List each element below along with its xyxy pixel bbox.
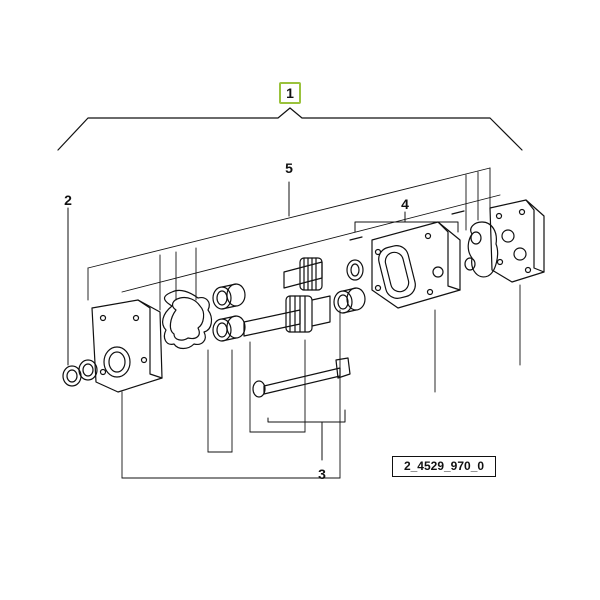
callout-2[interactable]: 2 (64, 192, 72, 208)
leader-lines (67, 181, 459, 461)
assembly-bracket (57, 107, 523, 151)
callout-3[interactable]: 3 (318, 466, 326, 482)
pump-housing (349, 210, 465, 309)
shaft-seal-rings (62, 359, 98, 387)
front-cover (91, 299, 163, 393)
drawing-id-label: 2_4529_970_0 (392, 456, 496, 477)
callout-4[interactable]: 4 (401, 196, 409, 212)
callout-5[interactable]: 5 (285, 160, 293, 176)
bushings (212, 259, 366, 342)
cover-gasket (162, 289, 213, 350)
rear-cover (489, 199, 545, 283)
gear-shafts (243, 257, 331, 337)
rear-seal (464, 221, 499, 278)
callout-1[interactable]: 1 (279, 82, 301, 104)
assembly-envelope-lines (87, 167, 521, 479)
through-bolt (252, 357, 351, 398)
